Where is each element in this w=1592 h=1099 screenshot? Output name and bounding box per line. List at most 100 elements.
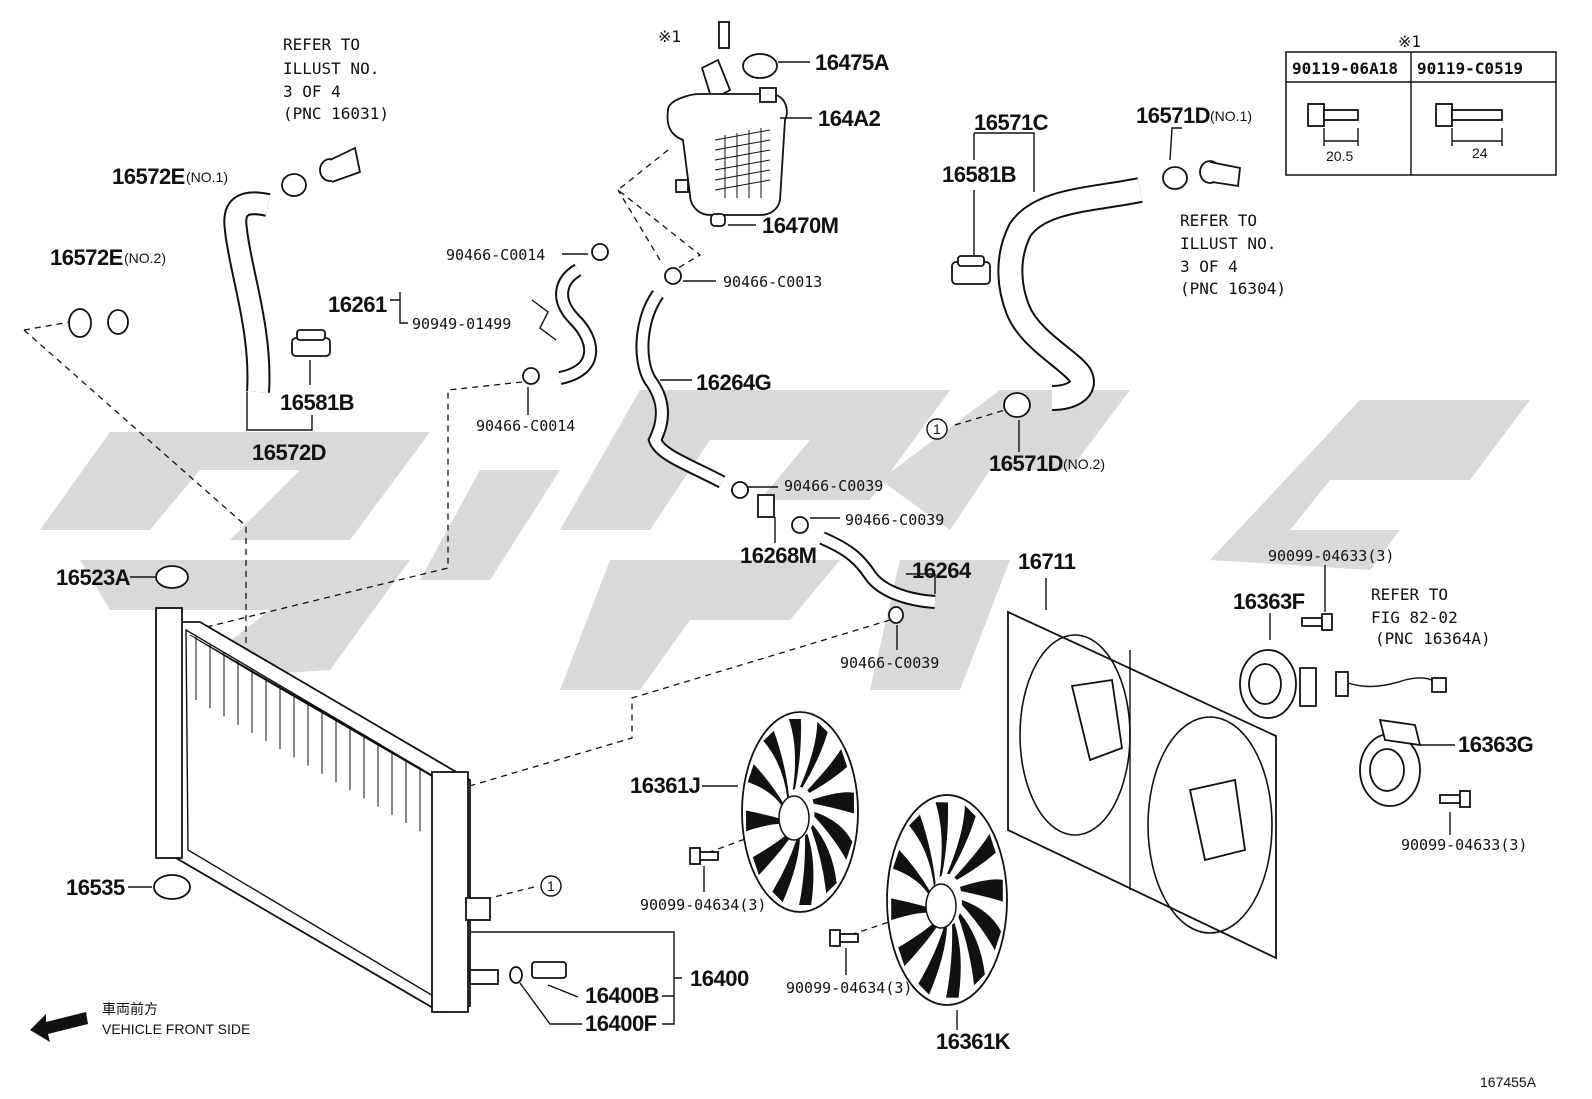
callout-part-number: 16400B — [585, 983, 659, 1008]
bypass-hose — [522, 243, 609, 385]
callout-part-number: 16475A — [815, 50, 890, 75]
fan-blade — [909, 814, 936, 887]
callout-part-number: 90099-04634(3) — [640, 896, 766, 914]
heater-hose — [635, 267, 936, 624]
bolt-part-1: 90119-06A18 — [1292, 59, 1398, 78]
svg-text:1: 1 — [547, 878, 555, 894]
callout-part-number: 90099-04633(3) — [1268, 547, 1394, 565]
reference-line: (PNC 16364A) — [1375, 629, 1491, 648]
fan-motor — [1359, 718, 1422, 807]
fan-blade — [918, 925, 947, 995]
callout-part-number: 90099-04634(3) — [786, 979, 912, 997]
callout-part-number: 90466-C0014 — [446, 246, 545, 264]
callout-part-number: 16470M — [762, 213, 839, 238]
radiator — [155, 607, 499, 1013]
callout-note: (NO.2) — [124, 250, 166, 266]
callout-part-number: 16711 — [1018, 549, 1076, 574]
screw — [689, 613, 1471, 947]
callout-note: (NO.1) — [186, 169, 228, 185]
radiator-fin-line — [249, 670, 441, 782]
bolt-table: ※1 90119-06A18 90119-C0519 20.5 24 — [1285, 32, 1557, 176]
reference-line: (PNC 16304) — [1180, 279, 1286, 298]
fan-blade — [799, 833, 814, 906]
reference-line: REFER TO — [283, 35, 360, 54]
callout-note: (NO.1) — [1210, 108, 1252, 124]
bolt-part-2: 90119-C0519 — [1417, 59, 1523, 78]
callout-part-number: 16400 — [690, 966, 749, 991]
callout-note: (NO.2) — [1063, 456, 1105, 472]
bolt-dim-1: 20.5 — [1326, 148, 1353, 164]
callout-part-number: 16400F — [585, 1011, 657, 1036]
upper-radiator-hose — [68, 146, 362, 397]
fan-blade — [763, 730, 789, 800]
reference-line: ILLUST NO. — [1180, 234, 1276, 253]
vehicle-front-indicator: 車両前方 VEHICLE FRONT SIDE — [30, 1001, 250, 1042]
bolt-table-mark: ※1 — [1398, 32, 1421, 51]
diagram-id: 167455A — [1480, 1074, 1537, 1090]
reference-circle-marker: 1 — [926, 418, 948, 440]
vehicle-front-en: VEHICLE FRONT SIDE — [102, 1021, 250, 1037]
callout-part-number: 16261 — [328, 292, 387, 317]
fan-blade — [959, 879, 1003, 902]
reference-line: 3 OF 4 — [283, 82, 341, 101]
fan-blade — [812, 792, 854, 814]
callout-part-number: 16363G — [1458, 732, 1533, 757]
fan-blade — [891, 898, 935, 921]
cooling-fan — [741, 711, 859, 913]
radiator-cap — [951, 255, 991, 285]
callout-part-number: 16572D — [252, 440, 326, 465]
callout-part-number: 16571D — [1136, 103, 1210, 128]
callout-part-number: 90466-C0013 — [723, 273, 822, 291]
fan-blade — [800, 721, 828, 788]
fan-blade — [947, 805, 976, 875]
lower-radiator-hose — [997, 160, 1241, 418]
callout-part-number: 90466-C0039 — [840, 654, 939, 672]
fan-blade — [752, 831, 793, 876]
callout-part-number: 90949-01499 — [412, 315, 511, 333]
radiator-cap — [291, 329, 331, 357]
callout-part-number: 16572E — [50, 245, 123, 270]
reference-line: FIG 82-02 — [1371, 608, 1458, 627]
fan-blade — [958, 913, 985, 986]
fan-blade — [772, 836, 800, 903]
callout-part-number: 16361J — [630, 773, 700, 798]
fan-blade — [788, 718, 802, 791]
callout-part-number: 90466-C0039 — [784, 477, 883, 495]
callout-part-number: 16264 — [912, 558, 972, 583]
fan-blade — [746, 810, 788, 832]
reference-line: REFER TO — [1180, 211, 1257, 230]
callout-labels: ※1 16475A 164A2 16470M 16572E (NO.1) 165… — [50, 27, 1534, 1054]
fan-blade — [892, 849, 933, 900]
callout-part-number: 16581B — [280, 390, 354, 415]
reference-line: (PNC 16031) — [283, 104, 389, 123]
reference-note: REFER TO FIG 82-02 (PNC 16364A) — [1371, 585, 1491, 648]
bolt-icon — [1435, 103, 1503, 146]
callout-part-number: 16535 — [66, 875, 125, 900]
reservoir-tank — [666, 21, 788, 227]
fan-blade — [814, 812, 853, 860]
callout-part-number: 16581B — [942, 162, 1016, 187]
callout-part-number: 16363F — [1233, 589, 1305, 614]
callout-part-number: 16571D — [989, 451, 1063, 476]
fan-blade — [954, 833, 996, 880]
reference-line: REFER TO — [1371, 585, 1448, 604]
callout-mark: ※1 — [658, 27, 681, 46]
cooling-fan — [886, 794, 1008, 1006]
callout-part-number: 164A2 — [818, 106, 881, 131]
fan-shroud — [1007, 610, 1277, 960]
reference-circle-marker: 1 — [540, 875, 562, 897]
bolt-dim-2: 24 — [1472, 145, 1488, 161]
fan-motor — [1239, 649, 1447, 719]
reference-note: REFER TO ILLUST NO. 3 OF 4 (PNC 16031) — [283, 35, 389, 123]
fan-blade — [807, 748, 848, 793]
callout-part-number: 90099-04633(3) — [1401, 836, 1527, 854]
svg-text:1: 1 — [933, 421, 941, 437]
reference-line: 3 OF 4 — [1180, 257, 1238, 276]
callout-part-number: 90466-C0039 — [845, 511, 944, 529]
reference-note: REFER TO ILLUST NO. 3 OF 4 (PNC 16304) — [1180, 211, 1286, 298]
drain-plug — [153, 565, 191, 900]
callout-part-number: 16572E — [112, 164, 185, 189]
callout-part-number: 16264G — [696, 370, 771, 395]
callout-part-number: 90466-C0014 — [476, 417, 575, 435]
